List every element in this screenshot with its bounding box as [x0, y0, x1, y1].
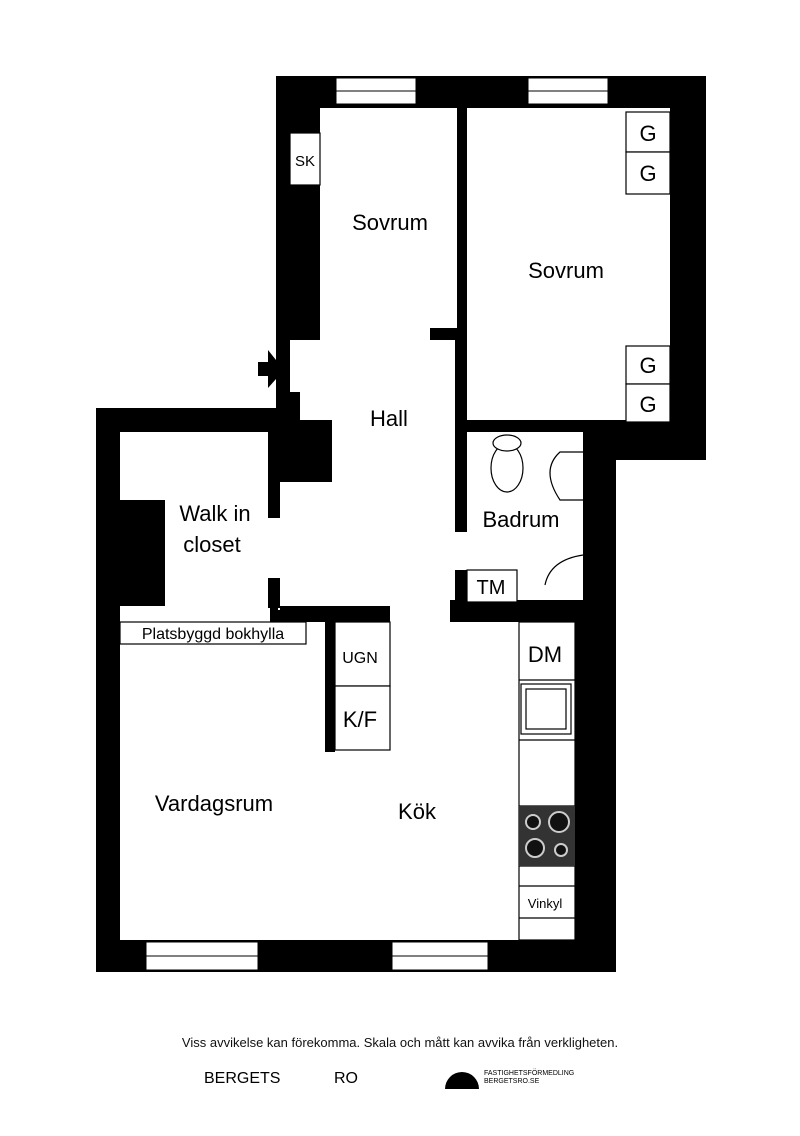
logo-bergets: BERGETS — [204, 1070, 281, 1087]
room-label-hall: Hall — [370, 406, 408, 431]
interior-walls — [120, 108, 583, 752]
room-label-walk-in-1: Walk in — [179, 501, 250, 526]
label-sk: SK — [295, 153, 315, 170]
logo-ro: RO — [334, 1070, 358, 1087]
label-bookshelf: Platsbyggd bokhylla — [142, 626, 284, 643]
shower-icon — [544, 554, 584, 586]
entrance-arrow-icon — [258, 350, 284, 388]
label-corner-cabinet: Vinkyl — [528, 896, 563, 911]
closet-sk — [289, 132, 321, 186]
label-wardrobe: G — [639, 161, 656, 186]
oven — [334, 621, 391, 687]
room-label-bedroom-small: Sovrum — [352, 210, 428, 235]
room-label-walk-in-2: closet — [183, 532, 240, 557]
disclaimer: Viss avvikelse kan förekomma. Skala och … — [181, 1035, 619, 1050]
room-label-bedroom-large: Sovrum — [528, 258, 604, 283]
washbasin-icon — [549, 451, 583, 501]
room-label-living: Vardagsrum — [155, 791, 273, 816]
washing-machine — [466, 569, 518, 603]
label-fridge-freezer: K/F — [343, 707, 377, 732]
logo-text: FASTIGHETSFÖRMEDLING BERGETSRO.SE — [484, 1070, 574, 1086]
logo-line2: BERGETSRO.SE — [484, 1078, 540, 1085]
fridge-freezer — [334, 685, 391, 751]
label-wardrobe: G — [639, 121, 656, 146]
room-label-kitchen: Kök — [398, 799, 437, 824]
label-oven: UGN — [342, 650, 378, 667]
label-wardrobe: G — [639, 392, 656, 417]
stove-burners — [525, 811, 570, 858]
windows — [145, 77, 609, 971]
kitchen-counter — [518, 621, 576, 941]
label-dishwasher: DM — [528, 642, 562, 667]
label-wardrobe: G — [639, 353, 656, 378]
bookshelf — [119, 621, 307, 645]
room-label-bathroom: Badrum — [482, 507, 559, 532]
wardrobe — [625, 383, 671, 423]
wardrobe — [625, 151, 671, 195]
label-washing-machine: TM — [477, 577, 506, 599]
logo-semicircle-icon — [445, 1072, 479, 1089]
wardrobe — [625, 345, 671, 385]
logo-line1: FASTIGHETSFÖRMEDLING — [484, 1070, 575, 1077]
